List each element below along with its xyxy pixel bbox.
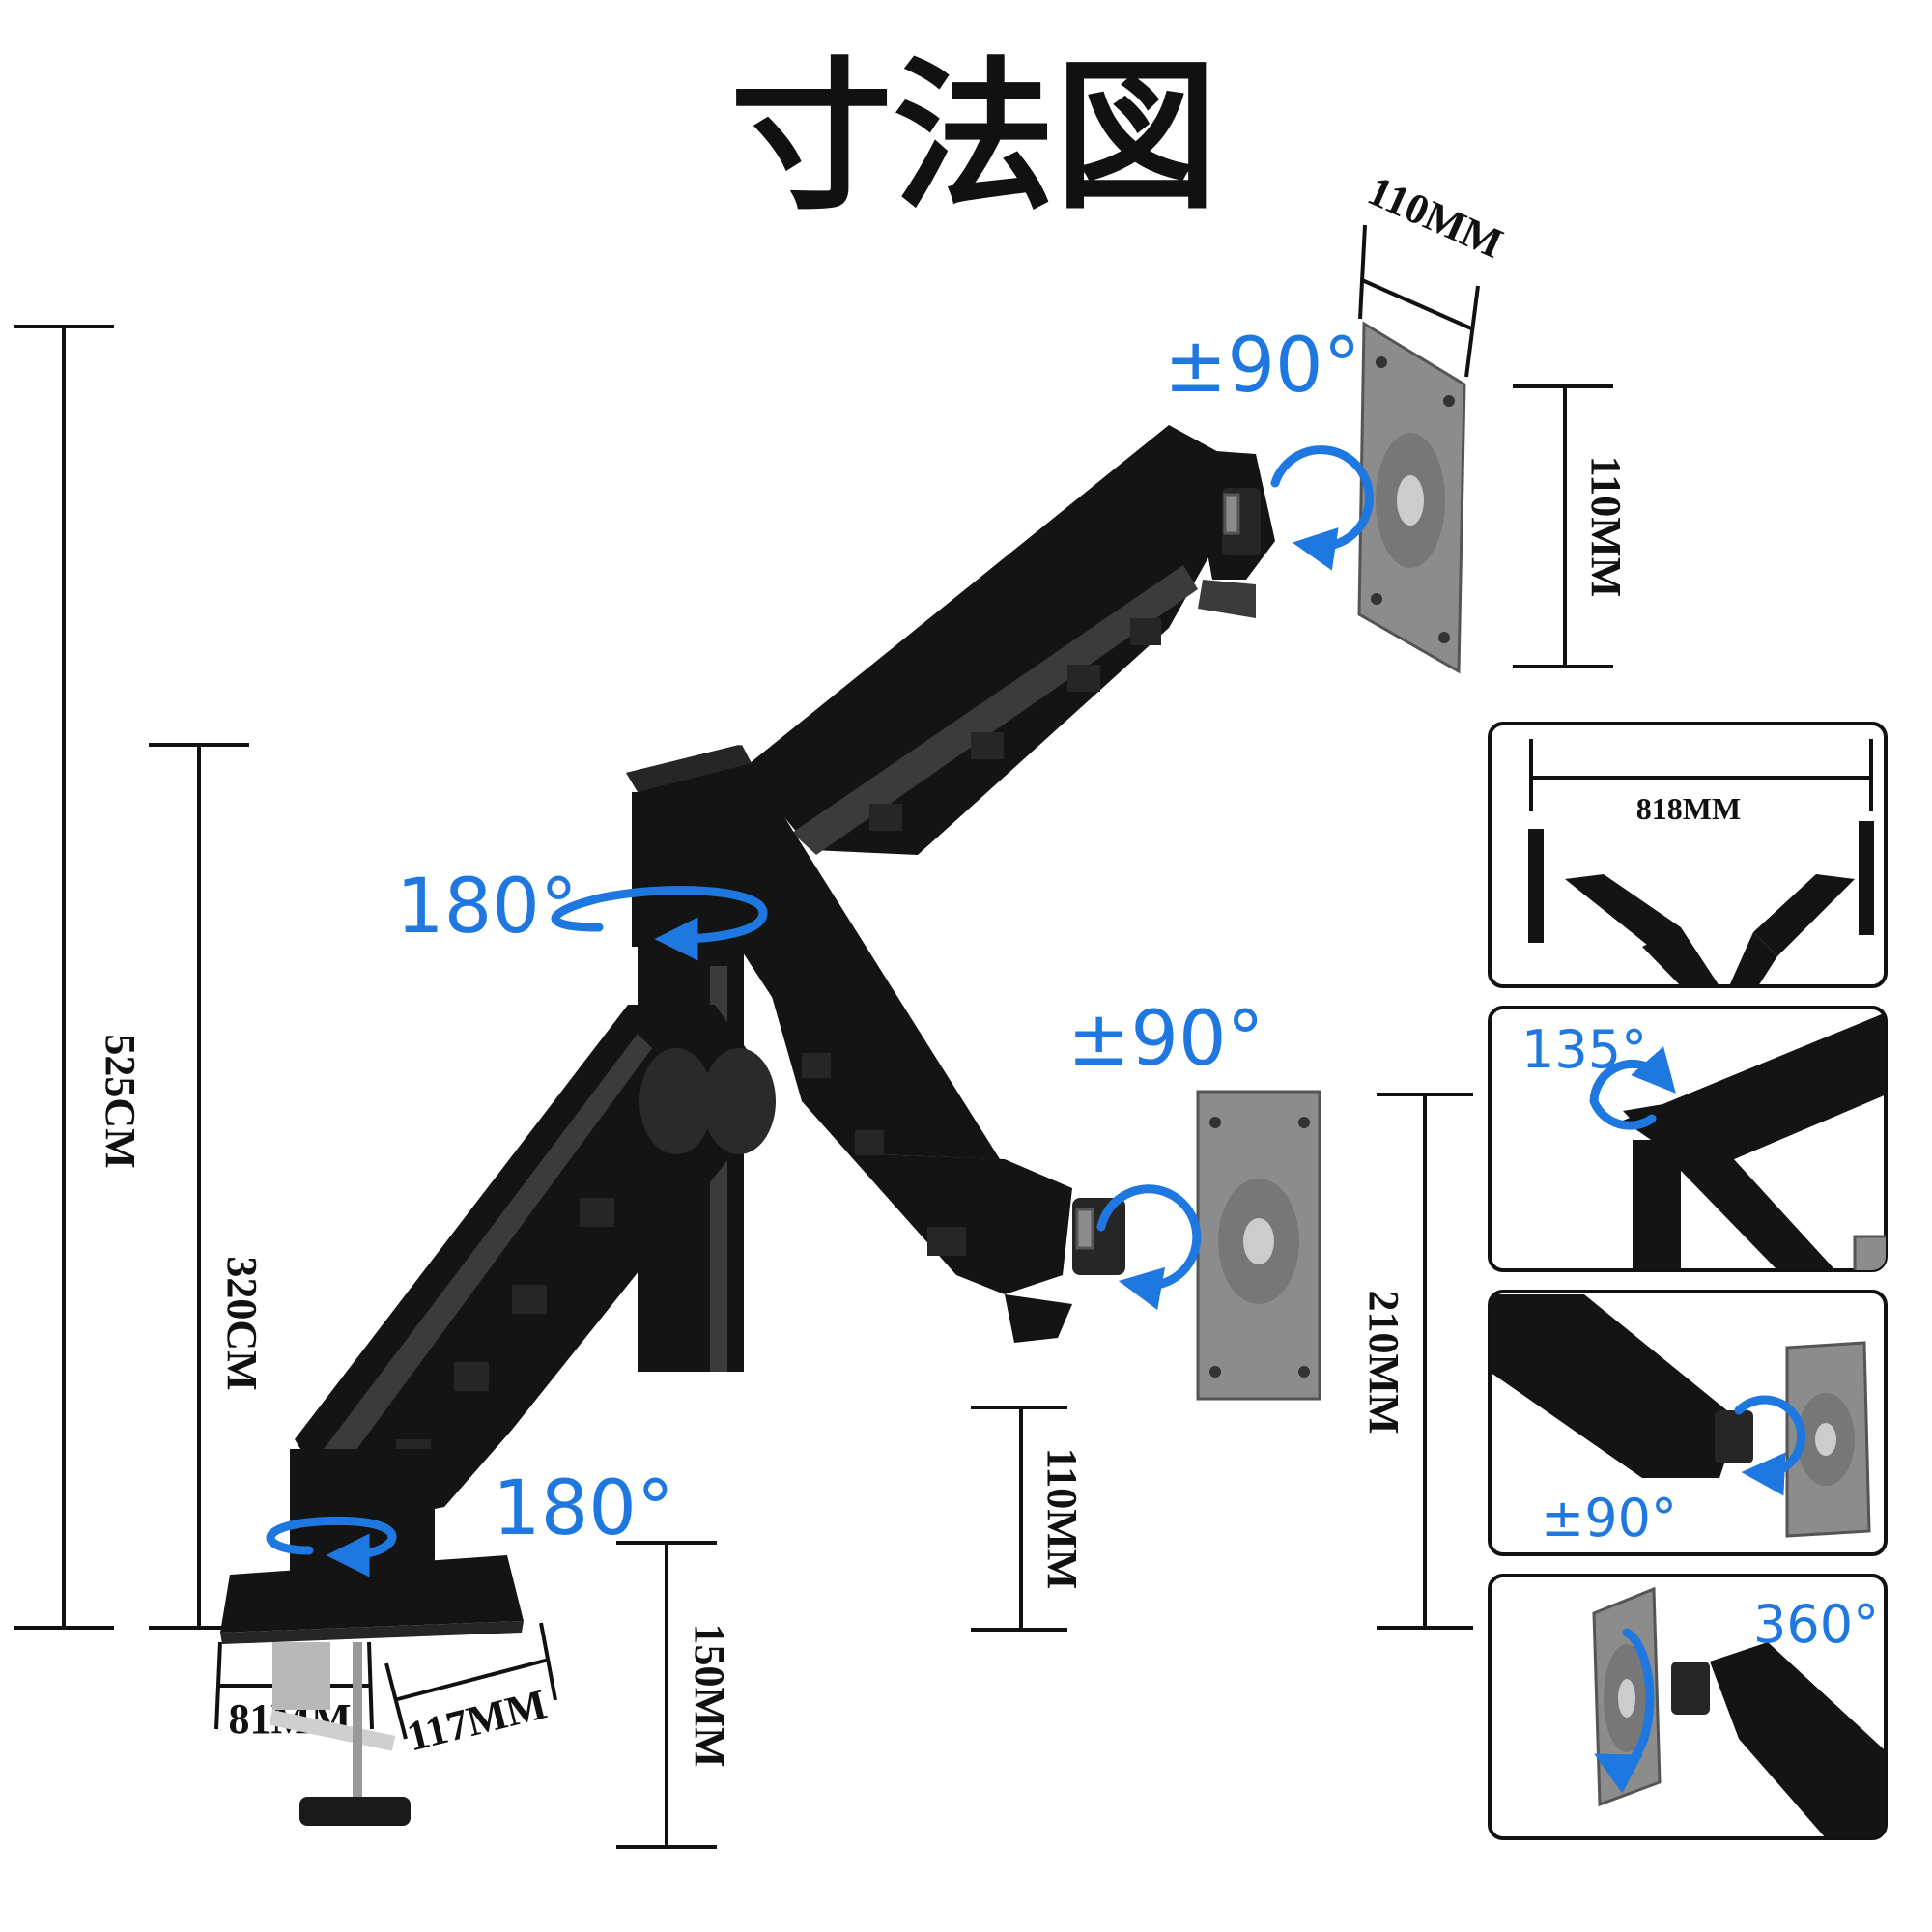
dim-plate-width-label: 110MM — [1361, 167, 1510, 268]
angle-lower-plate: ±90° — [1067, 996, 1264, 1083]
dim-total-height: 525CM — [14, 325, 144, 1630]
rotate-arrow-top — [1270, 445, 1374, 571]
angle-detail-swivel: ±90° — [1541, 1488, 1677, 1548]
detail-panel-tilt: 135° — [1488, 1006, 1888, 1272]
dim-plate-height: 110MM — [1513, 384, 1630, 668]
rotate-arrow-pole — [551, 886, 768, 961]
lower-vesa-plate — [1196, 1090, 1321, 1401]
dim-span-width-label: 818MM — [1636, 791, 1741, 826]
angle-detail-rotate: 360° — [1753, 1594, 1879, 1655]
angle-pole-joint: 180° — [396, 864, 578, 951]
dim-clamp-height-label: 150MM — [686, 1623, 733, 1767]
dim-side-height-label: 210MM — [1360, 1290, 1407, 1434]
dim-plate-height-label: 110MM — [1582, 456, 1630, 598]
monitor-arm — [220, 425, 1275, 1826]
angle-base-joint: 180° — [493, 1465, 674, 1552]
rotate-arrow-base — [266, 1516, 397, 1577]
dim-pole-height-label: 320CM — [218, 1256, 266, 1390]
dim-lower-height: 110MM — [971, 1406, 1086, 1632]
rotate-arrow-lower — [1096, 1184, 1202, 1311]
dim-lower-height-label: 110MM — [1038, 1448, 1086, 1590]
top-vesa-plate — [1357, 321, 1466, 674]
detail-panel-rotate: 360° — [1488, 1574, 1888, 1840]
dim-pole-height: 320CM — [149, 743, 266, 1630]
dim-total-height-label: 525CM — [97, 1034, 144, 1168]
angle-detail-tilt: 135° — [1521, 1019, 1647, 1080]
page-title: 寸法図 — [730, 49, 1217, 229]
angle-top-plate: ±90° — [1164, 323, 1361, 410]
dim-side-height: 210MM — [1360, 1093, 1473, 1630]
dim-clamp-height: 150MM — [616, 1541, 733, 1849]
detail-panel-swivel: ±90° — [1488, 1290, 1888, 1556]
detail-panel-span: 818MM — [1488, 722, 1888, 988]
dim-base-width: 117MM — [384, 1622, 557, 1760]
